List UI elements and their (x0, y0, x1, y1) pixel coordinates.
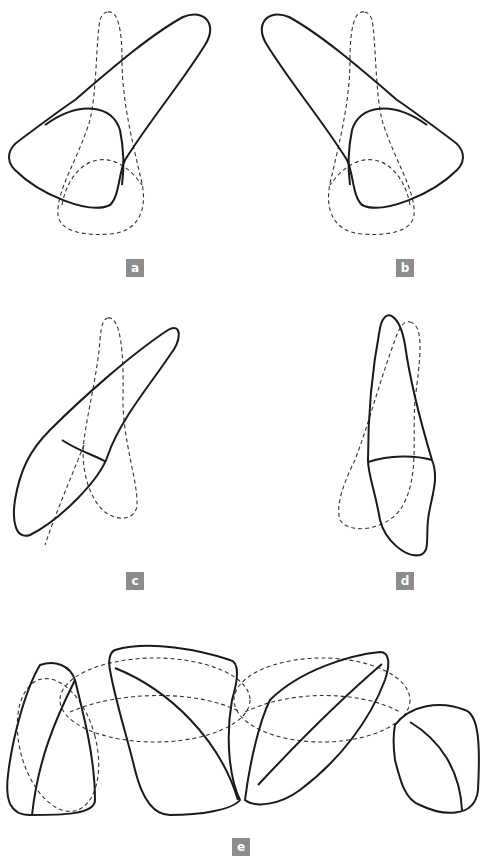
tooth-outline-original (58, 12, 144, 235)
panel-letter: b (396, 261, 414, 275)
tooth-outline-displaced (109, 646, 240, 815)
tooth-outline-original (83, 318, 137, 518)
tooth-panel (9, 12, 210, 235)
tooth-outline-original (4, 669, 113, 820)
tooth-outline-displaced (7, 663, 95, 815)
crown-margin-displaced (258, 664, 382, 785)
tooth-outline-original (234, 658, 410, 742)
panel-letter-box: d (396, 572, 414, 590)
crown-margin-displaced (410, 722, 462, 810)
panel-letter: e (232, 840, 250, 854)
crown-margin-upright (368, 456, 432, 462)
panel-letter-box: e (232, 838, 250, 856)
tooth-outline-original (329, 12, 415, 235)
crown-margin-displaced (115, 668, 238, 800)
tooth-outline-tipped (9, 15, 210, 208)
tooth-outline-displaced (394, 705, 479, 813)
tooth-panel (14, 318, 179, 545)
tooth-outline-tipped (262, 15, 463, 208)
crown-margin-original (62, 160, 142, 205)
crown-margin-tipped (62, 440, 106, 462)
panel-letter: d (396, 574, 414, 588)
tooth-panel (4, 646, 479, 821)
root-outline-original (45, 445, 84, 545)
tooth-outline-displaced (245, 652, 388, 804)
panel-letter-box: a (126, 259, 144, 277)
tooth-outline-original (60, 658, 250, 742)
crown-margin-tipped (349, 109, 427, 185)
panel-letter: a (126, 261, 144, 275)
tooth-panel (339, 315, 435, 555)
tooth-outline-upright (368, 315, 435, 555)
crown-margin-tipped (45, 109, 123, 185)
tooth-outline-tipped (14, 328, 179, 536)
panel-letter-box: c (126, 572, 144, 590)
panel-letter-box: b (396, 259, 414, 277)
tooth-outline-original (339, 322, 420, 529)
tooth-panel (262, 12, 463, 235)
crown-margin-displaced (32, 680, 75, 815)
panel-letter: c (126, 574, 144, 588)
crown-margin-original (330, 160, 410, 205)
